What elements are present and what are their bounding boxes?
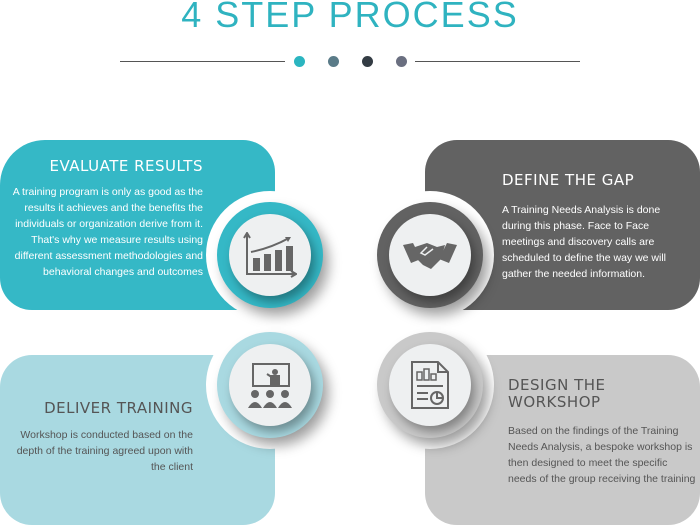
report-document-icon — [411, 361, 449, 409]
design-icon-circle — [377, 332, 483, 438]
step-text: Workshop is conducted based on the depth… — [16, 429, 193, 473]
page-title: 4 STEP PROCESS — [181, 0, 519, 35]
divider-right — [415, 61, 580, 62]
bar-chart-growth-icon — [243, 232, 297, 278]
step-text: A Training Needs Analysis is done during… — [502, 204, 667, 280]
step-title: DESIGN THE WORKSHOP — [508, 376, 606, 411]
dot — [294, 56, 305, 67]
handshake-icon — [403, 243, 457, 269]
evaluate-icon-circle — [217, 202, 323, 308]
step-title: EVALUATE RESULTS — [49, 157, 203, 175]
divider-left — [120, 61, 285, 62]
step-text: Based on the findings of the Training Ne… — [508, 425, 696, 485]
presentation-icon — [248, 363, 292, 408]
step-title: DEFINE THE GAP — [502, 171, 635, 189]
deliver-icon-circle — [217, 332, 323, 438]
define-icon-circle — [377, 202, 483, 308]
dot — [396, 56, 407, 67]
dot — [328, 56, 339, 67]
dot — [362, 56, 373, 67]
step-title: DELIVER TRAINING — [44, 399, 193, 417]
step-text: A training program is only as good as th… — [12, 186, 203, 278]
